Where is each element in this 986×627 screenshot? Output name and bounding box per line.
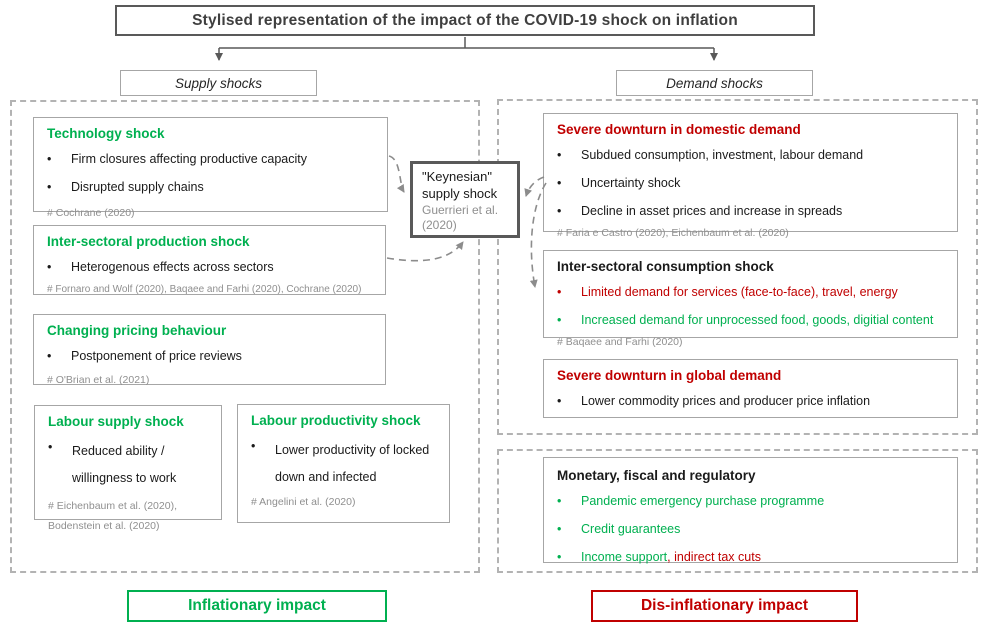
- bullet-item: • Income support, indirect tax cuts: [557, 548, 951, 566]
- box-labour-supply-shock: Labour supply shock • Reduced ability / w…: [34, 405, 222, 532]
- bullet-dot-icon: •: [557, 394, 562, 408]
- bullet-dot-icon: •: [251, 439, 256, 453]
- bullet-item: • Reduced ability / willingness to work: [48, 438, 219, 492]
- box-heading: Monetary, fiscal and regulatory: [557, 468, 756, 483]
- box-severe-downturn-domestic-demand: Severe downturn in domestic demand • Subd…: [543, 113, 958, 239]
- bullet-text: Decline in asset prices and increase in …: [581, 204, 843, 219]
- bullet-dot-icon: •: [557, 204, 562, 219]
- bullet-dot-icon: •: [557, 176, 562, 191]
- box-heading: Labour supply shock: [48, 414, 184, 429]
- box-intersectoral-consumption-shock: Inter-sectoral consumption shock • Limite…: [543, 250, 958, 348]
- bullet-item: • Postponement of price reviews: [47, 347, 379, 365]
- bullet-dot-icon: •: [557, 522, 562, 537]
- keynesian-line2: supply shock: [422, 185, 498, 201]
- bullet-dot-icon: •: [47, 349, 52, 363]
- bullet-dot-icon: •: [47, 152, 52, 166]
- box-heading: Severe downturn in global demand: [557, 368, 782, 383]
- bullet-text-green: Income support: [581, 550, 668, 565]
- bullet-text: Increased demand for unprocessed food, g…: [581, 313, 934, 328]
- reference-text: # Cochrane (2020): [47, 207, 135, 220]
- bullet-item: • Firm closures affecting productive capa…: [47, 150, 381, 168]
- reference-text: # Faria e Castro (2020), Eichenbaum et a…: [557, 227, 789, 240]
- title-box: Stylised representation of the impact of…: [115, 5, 815, 36]
- bullet-text: Subdued consumption, investment, labour …: [581, 148, 864, 162]
- bullet-text: Credit guarantees: [581, 522, 681, 537]
- reference-text: # Fornaro and Wolf (2020), Baqaee and Fa…: [47, 284, 362, 296]
- reference-text: # Baqaee and Farhi (2020): [557, 336, 683, 349]
- demand-shocks-text: Demand shocks: [666, 75, 763, 91]
- box-changing-pricing-behaviour: Changing pricing behaviour • Postponement…: [33, 314, 386, 387]
- supply-shocks-text: Supply shocks: [174, 75, 263, 91]
- bullet-dot-icon: •: [557, 313, 562, 328]
- box-severe-downturn-global-demand: Severe downturn in global demand • Lower …: [543, 359, 958, 418]
- diagram-title: Stylised representation of the impact of…: [192, 11, 738, 29]
- bullet-item: • Limited demand for services (face-to-fa…: [557, 283, 951, 301]
- title-branch-connector: [215, 37, 718, 61]
- disinflationary-impact-label: Dis-inflationary impact: [591, 590, 858, 622]
- bullet-dot-icon: •: [47, 180, 52, 195]
- bullet-item: • Lower productivity of locked down and i…: [251, 437, 447, 491]
- bullet-text-red: , indirect tax cuts: [667, 550, 761, 565]
- disinflationary-impact-text: Dis-inflationary impact: [640, 597, 809, 614]
- inflationary-impact-label: Inflationary impact: [127, 590, 387, 622]
- bullet-dot-icon: •: [557, 550, 562, 565]
- supply-shocks-container: [10, 100, 480, 573]
- policy-container: [497, 449, 978, 573]
- reference-text: # Angelini et al. (2020): [251, 495, 356, 508]
- bullet-item: • Decline in asset prices and increase in…: [557, 202, 951, 220]
- box-labour-productivity-shock: Labour productivity shock • Lower product…: [237, 404, 450, 523]
- reference-text: # Eichenbaum et al. (2020), Bodenstein e…: [48, 499, 177, 533]
- bullet-text: Postponement of price reviews: [71, 349, 242, 363]
- demand-shocks-container: [497, 99, 978, 435]
- bullet-item: • Subdued consumption, investment, labour…: [557, 146, 951, 164]
- bullet-text: Reduced ability / willingness to work: [72, 444, 177, 485]
- box-heading: Inter-sectoral consumption shock: [557, 259, 774, 274]
- box-heading: Technology shock: [47, 126, 165, 141]
- bullet-dot-icon: •: [557, 148, 562, 162]
- box-heading: Inter-sectoral production shock: [47, 234, 250, 249]
- bullet-item: • Disrupted supply chains: [47, 178, 381, 196]
- bullet-dot-icon: •: [48, 440, 53, 454]
- bullet-item: • Credit guarantees: [557, 520, 951, 538]
- keynesian-ref-line2: (2020): [422, 218, 457, 233]
- supply-shocks-label: Supply shocks: [120, 70, 317, 96]
- bullet-text: Pandemic emergency purchase programme: [581, 494, 825, 508]
- bullet-item: • Pandemic emergency purchase programme: [557, 492, 951, 510]
- demand-shocks-label: Demand shocks: [616, 70, 813, 96]
- bullet-dot-icon: •: [47, 260, 52, 274]
- bullet-dot-icon: •: [557, 494, 562, 508]
- bullet-text: Heterogenous effects across sectors: [71, 260, 274, 274]
- bullet-text: Limited demand for services (face-to-fac…: [581, 285, 898, 299]
- bullet-text: Lower productivity of locked down and in…: [275, 443, 430, 484]
- bullet-item: • Increased demand for unprocessed food, …: [557, 311, 951, 329]
- reference-text: # O'Brian et al. (2021): [47, 374, 150, 387]
- box-heading: Severe downturn in domestic demand: [557, 122, 801, 137]
- inflationary-impact-text: Inflationary impact: [188, 597, 326, 614]
- box-heading: Changing pricing behaviour: [47, 323, 227, 338]
- bullet-dot-icon: •: [557, 285, 562, 299]
- box-intersectoral-production-shock: Inter-sectoral production shock • Heterog…: [33, 225, 386, 295]
- bullet-text: Uncertainty shock: [581, 176, 681, 191]
- box-monetary-fiscal-regulatory: Monetary, fiscal and regulatory • Pandemi…: [543, 457, 958, 566]
- bullet-item: • Heterogenous effects across sectors: [47, 258, 379, 276]
- bullet-text: Disrupted supply chains: [71, 180, 204, 195]
- box-heading: Labour productivity shock: [251, 413, 421, 428]
- bullet-text: Firm closures affecting productive capac…: [71, 152, 307, 166]
- keynesian-supply-shock-box: "Keynesian" supply shock Guerrieri et al…: [410, 161, 520, 238]
- bullet-item: • Lower commodity prices and producer pri…: [557, 392, 951, 410]
- box-technology-shock: Technology shock • Firm closures affectin…: [33, 117, 388, 219]
- bullet-text: Lower commodity prices and producer pric…: [581, 394, 871, 408]
- bullet-item: • Uncertainty shock: [557, 174, 951, 192]
- keynesian-line1: "Keynesian": [422, 169, 492, 184]
- keynesian-ref-line1: Guerrieri et al.: [422, 202, 499, 217]
